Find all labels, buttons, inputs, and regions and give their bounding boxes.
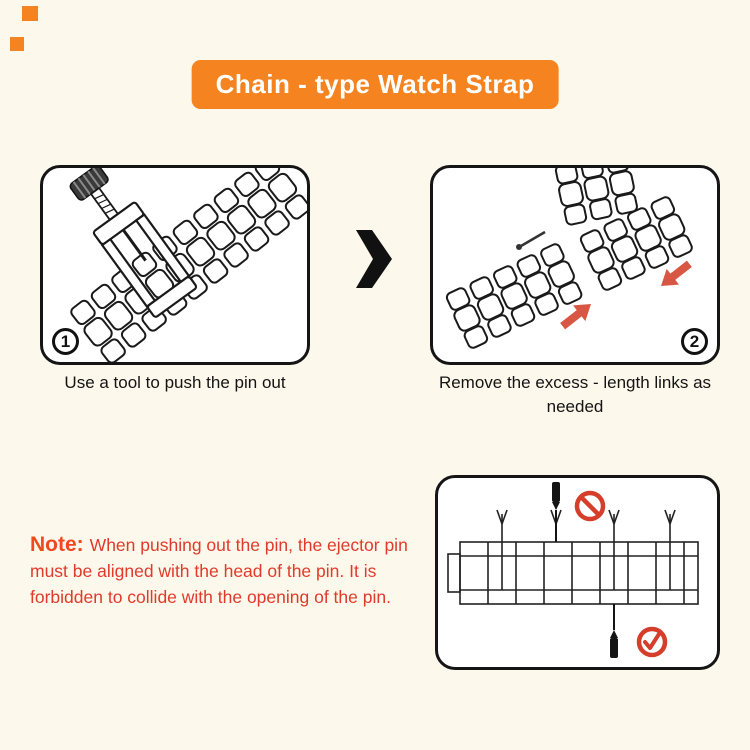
step2-caption: Remove the excess - length links as need… xyxy=(438,373,712,416)
title-banner: Chain - type Watch Strap xyxy=(191,60,559,109)
decorative-square-1 xyxy=(22,6,38,21)
prohibition-icon xyxy=(574,490,606,522)
step1-number-badge: 1 xyxy=(52,328,79,355)
step2-number-badge: 2 xyxy=(681,328,708,355)
band-schematic xyxy=(447,541,699,605)
step1-number: 1 xyxy=(60,331,71,351)
note-paragraph: Note:When pushing out the pin, the eject… xyxy=(30,532,444,610)
pin-alignment-diagram xyxy=(447,482,699,658)
next-step-chevron-icon xyxy=(356,230,392,288)
step1-caption: Use a tool to push the pin out xyxy=(64,373,286,392)
page-title: Chain - type Watch Strap xyxy=(215,69,535,99)
step2-number: 2 xyxy=(689,331,700,351)
step1-panel: 1 xyxy=(40,165,310,365)
excess-links-illustration xyxy=(443,168,696,351)
cotter-pins xyxy=(496,509,676,590)
pin-alignment-panel xyxy=(435,475,720,670)
ejector-pin-top xyxy=(552,482,560,542)
note-label: Note: xyxy=(30,533,84,556)
pin-removal-tool xyxy=(69,168,198,318)
note-text: When pushing out the pin, the ejector pi… xyxy=(30,535,408,607)
step2-panel: 2 xyxy=(430,165,720,365)
link-remover-tool-illustration xyxy=(67,168,307,362)
ejector-pin-bottom xyxy=(610,604,618,658)
pushed-out-pin xyxy=(516,230,546,250)
check-icon xyxy=(636,626,668,658)
decorative-square-2 xyxy=(10,37,24,51)
